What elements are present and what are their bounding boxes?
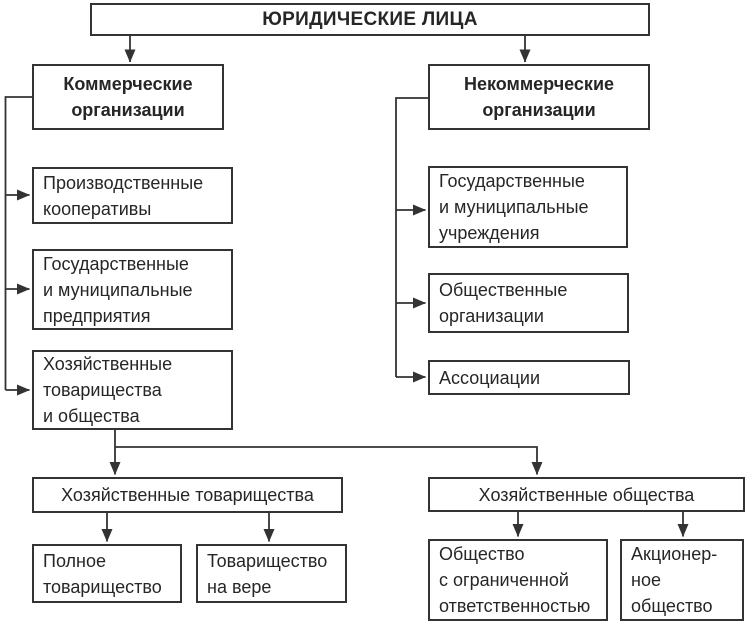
edge-commercial-rail [4, 96, 32, 390]
node-limited-partnership: Товарищество на вере [196, 544, 347, 603]
node-noncommercial-organizations: Некоммерческие организации [428, 64, 650, 130]
node-business-partnerships-and-companies: Хозяйственные товарищества и общества [32, 350, 233, 430]
node-state-municipal-enterprises: Государственные и муниципальные предприя… [32, 249, 233, 330]
node-public-organizations: Общественные организации [428, 273, 629, 333]
node-limited-liability-company: Общество с ограниченной ответственностью [428, 539, 608, 621]
node-business-companies: Хозяйственные общества [428, 477, 745, 512]
node-full-partnership: Полное товарищество [32, 544, 182, 603]
node-business-partnerships: Хозяйственные товарищества [32, 477, 343, 513]
node-joint-stock-company: Акционер- ное общество [620, 539, 744, 621]
node-associations: Ассоциации [428, 360, 630, 395]
node-commercial-organizations: Коммерческие организации [32, 64, 224, 130]
node-legal-entities: ЮРИДИЧЕСКИЕ ЛИЦА [90, 3, 650, 36]
node-state-municipal-institutions: Государственные и муниципальные учрежден… [428, 166, 628, 248]
edge-noncommercial-rail [395, 97, 428, 377]
edge-to-companies [115, 446, 543, 475]
node-production-cooperatives: Производственные кооперативы [32, 167, 233, 224]
